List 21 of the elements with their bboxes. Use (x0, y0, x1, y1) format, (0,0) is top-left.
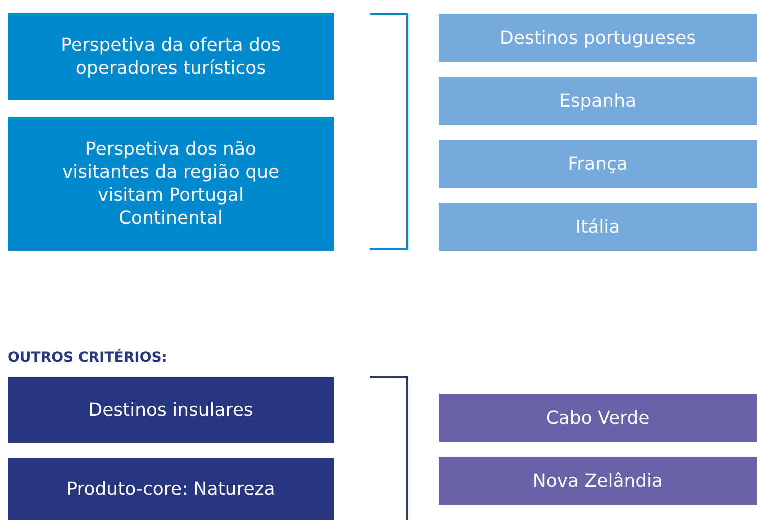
box-label: Perspetiva da oferta dos operadores turísticos (60, 34, 282, 80)
category-box (439, 394, 757, 442)
box-label: Espanha (559, 90, 637, 112)
box-label: Itália (576, 216, 620, 238)
category-box (439, 77, 757, 125)
section-heading: OUTROS CRITÉRIOS: (8, 350, 168, 366)
category-box (439, 457, 757, 505)
box-label: França (568, 152, 628, 176)
box-label: Produto-core: Natureza (66, 478, 276, 500)
category-box (8, 377, 334, 443)
box-label: Cabo Verde (546, 406, 650, 430)
category-box (8, 458, 334, 520)
box-label: Destinos insulares (88, 398, 254, 422)
category-box (8, 13, 334, 100)
category-box (8, 117, 334, 251)
category-box (439, 140, 757, 188)
category-box (439, 203, 757, 251)
box-label: Perspetiva dos não visitantes da região que visitam Portugal Continental (61, 138, 281, 230)
box-label: Destinos portugueses (500, 26, 696, 50)
box-label: Nova Zelândia (532, 470, 664, 492)
category-box (439, 14, 757, 62)
